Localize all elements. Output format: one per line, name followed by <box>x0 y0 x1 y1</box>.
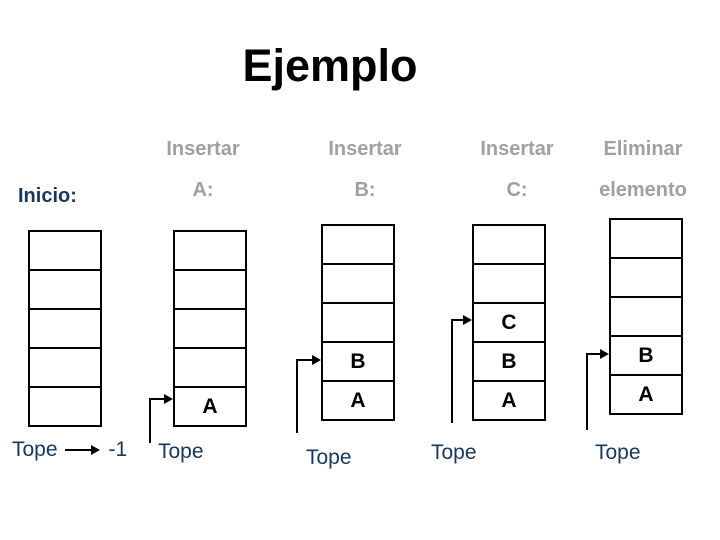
stack-cell <box>30 271 100 310</box>
tope-arrow-vline <box>586 354 588 430</box>
stack-eliminar: B A <box>609 218 683 415</box>
stack-cell: A <box>638 382 654 406</box>
tope-pointer-inicio: Tope -1 <box>12 438 127 462</box>
tope-label: Tope <box>595 441 641 464</box>
header-insertar-b-line1: Insertar <box>328 138 402 160</box>
stack-cell <box>611 220 681 259</box>
tope-arrow-vline <box>451 320 453 423</box>
header-eliminar-line1: Eliminar <box>603 138 683 160</box>
tope-label: Tope <box>306 446 352 469</box>
arrow-line <box>64 449 91 451</box>
tope-arrow-hline <box>149 398 165 400</box>
stack-cell <box>175 271 245 310</box>
stack-inicio <box>28 230 102 427</box>
stack-cell: A <box>202 394 218 418</box>
stack-insertar-c: C B A <box>472 224 546 421</box>
header-insertar-a-line2: A: <box>192 179 214 201</box>
stack-cell: A <box>501 388 517 412</box>
tope-value: -1 <box>108 438 128 461</box>
stack-insertar-a: A <box>173 230 247 427</box>
stack-cell <box>175 232 245 271</box>
stack-cell <box>611 259 681 298</box>
stack-cell <box>30 310 100 349</box>
arrow-right-icon <box>600 349 609 359</box>
tope-arrow-hline <box>586 353 601 355</box>
arrow-right-icon <box>90 445 100 455</box>
header-insertar-b-line2: B: <box>354 179 376 201</box>
stack-cell <box>611 298 681 337</box>
tope-arrow-hline <box>296 359 313 361</box>
stack-cell <box>30 388 100 425</box>
slide-title: Ejemplo <box>242 40 418 91</box>
stack-cell <box>30 349 100 388</box>
header-insertar-c-line1: Insertar <box>480 138 554 160</box>
stack-cell: B <box>611 337 681 376</box>
arrow-right-icon <box>312 355 321 365</box>
header-insertar-a-line1: Insertar <box>166 138 240 160</box>
arrow-right-icon <box>463 315 472 325</box>
header-insertar-c-line2: C: <box>506 179 528 201</box>
tope-arrow-vline <box>149 399 151 443</box>
stack-cell: B <box>323 343 393 382</box>
tope-arrow-vline <box>296 360 298 433</box>
header-eliminar-line2: elemento <box>599 179 687 201</box>
stack-cell <box>323 265 393 304</box>
arrow-right-icon <box>164 394 173 404</box>
inicio-label: Inicio: <box>18 185 77 207</box>
stack-cell: B <box>474 343 544 382</box>
tope-arrow-hline <box>451 319 464 321</box>
stack-cell: C <box>474 304 544 343</box>
tope-label: Tope <box>431 441 477 464</box>
tope-label: Tope <box>12 438 58 461</box>
tope-label: Tope <box>158 440 204 463</box>
stack-cell <box>30 232 100 271</box>
stack-insertar-b: B A <box>321 224 395 421</box>
stack-cell <box>474 226 544 265</box>
stack-cell <box>323 226 393 265</box>
stack-cell <box>474 265 544 304</box>
stack-cell <box>323 304 393 343</box>
stack-cell <box>175 349 245 388</box>
stack-cell: A <box>350 388 366 412</box>
stack-cell <box>175 310 245 349</box>
